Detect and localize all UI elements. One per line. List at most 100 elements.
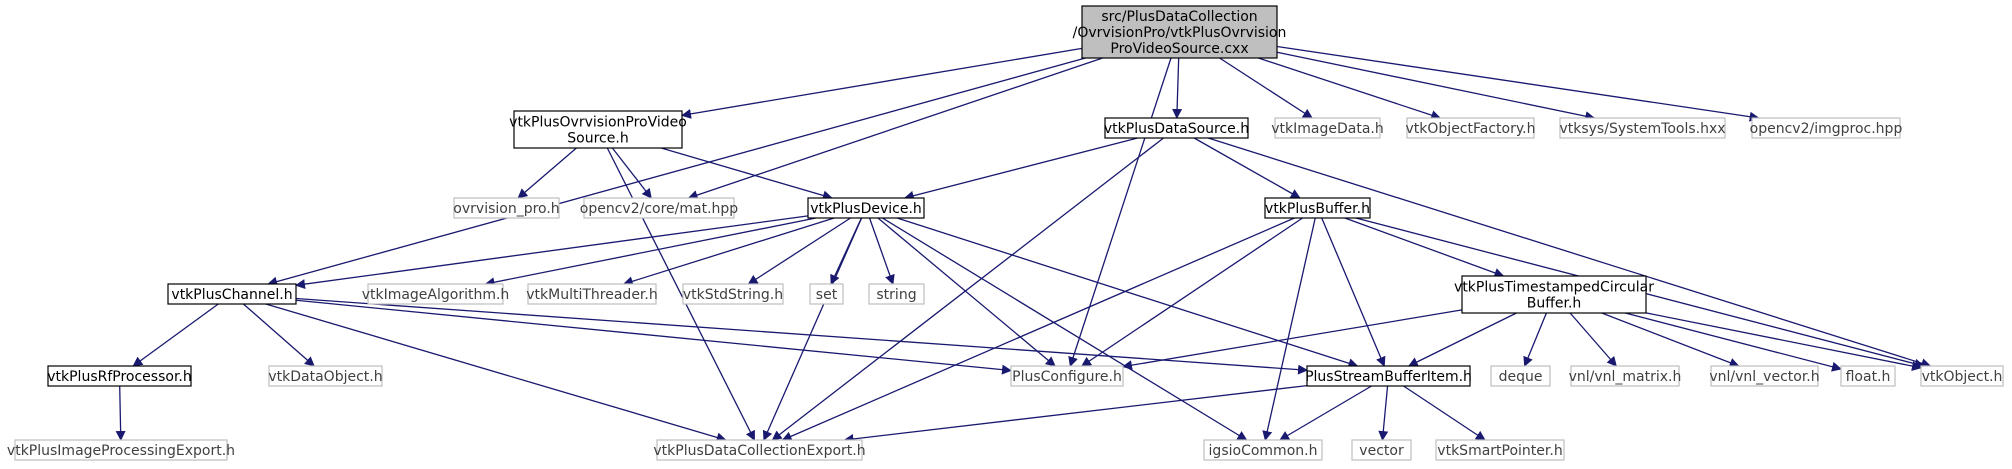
node-vtkobj[interactable]: vtkObject.h [1920,365,2004,387]
edge-root-to-dsrc [1172,57,1183,119]
node-box[interactable] [1306,365,1471,387]
node-box[interactable] [1461,275,1647,314]
node-box[interactable] [513,110,683,149]
node-box[interactable] [1264,197,1371,219]
node-box[interactable] [453,197,560,219]
node-box[interactable] [1490,365,1551,387]
node-ipexp[interactable]: vtkPlusImageProcessingExport.h [7,439,235,461]
node-box[interactable] [367,283,504,305]
node-mat[interactable]: opencv2/core/mat.hpp [580,197,739,219]
node-box[interactable] [656,439,863,461]
node-stdstr[interactable]: vtkStdString.h [682,283,784,305]
node-string[interactable]: string [868,283,925,305]
node-channel[interactable]: vtkPlusChannel.h [167,283,297,305]
node-deque[interactable]: deque [1490,365,1551,387]
node-box[interactable] [1920,365,2004,387]
edge-root-to-imgproc [1276,45,1760,122]
edge-rfproc-to-ipexp [115,385,126,441]
node-rfproc[interactable]: vtkPlusRfProcessor.h [47,365,192,387]
node-set[interactable]: set [809,283,844,305]
node-device[interactable]: vtkPlusDevice.h [807,197,925,219]
node-label-line: ProVideoSource.cxx [1110,41,1248,57]
node-box[interactable] [1570,365,1680,387]
node-label-line: opencv2/imgproc.hpp [1750,121,1903,137]
node-box[interactable] [1840,365,1896,387]
node-label: float.h [1846,369,1891,385]
node-label-line: string [876,287,916,303]
node-box[interactable] [1435,439,1565,461]
node-label: vtkPlusDevice.h [810,201,922,217]
node-box[interactable] [268,365,383,387]
node-root[interactable]: src/PlusDataCollection/OvrvisionPro/vtkP… [1073,5,1287,59]
node-label: opencv2/core/mat.hpp [580,201,739,217]
node-smartptr[interactable]: vtkSmartPointer.h [1435,439,1565,461]
node-label: vtkImageAlgorithm.h [362,287,510,303]
node-dataobj[interactable]: vtkDataObject.h [268,365,383,387]
node-box[interactable] [809,283,844,305]
node-systools[interactable]: vtksys/SystemTools.hxx [1559,117,1726,139]
node-label-line: vtkDataObject.h [268,369,382,385]
node-vnlmat[interactable]: vnl/vnl_matrix.h [1569,365,1682,387]
node-sbi[interactable]: PlusStreamBufferItem.h [1305,365,1472,387]
node-ovrpro[interactable]: ovrvision_pro.h [453,197,560,219]
node-imgalgo[interactable]: vtkImageAlgorithm.h [362,283,510,305]
node-label: set [816,287,838,303]
node-box[interactable] [1081,5,1278,59]
node-vnlvec[interactable]: vnl/vnl_vector.h [1709,365,1820,387]
node-multithr[interactable]: vtkMultiThreader.h [526,283,658,305]
node-label: src/PlusDataCollection/OvrvisionPro/vtkP… [1073,9,1287,57]
node-label: vnl/vnl_vector.h [1709,369,1819,385]
node-box[interactable] [527,283,657,305]
edge-tscb-to-vtkobj [1645,312,1922,371]
node-box[interactable] [1010,365,1124,387]
node-label-line: vtkPlusOvrvisionProVideo [509,115,687,131]
node-imgdata[interactable]: vtkImageData.h [1271,117,1384,139]
node-dcexp[interactable]: vtkPlusDataCollectionExport.h [653,439,866,461]
node-imgproc[interactable]: opencv2/imgproc.hpp [1750,117,1903,139]
node-label-line: deque [1499,369,1543,385]
edge-sbi-to-smartptr [1403,385,1486,441]
edge-buffer-to-dcexp [781,217,1295,442]
node-box[interactable] [1751,117,1901,139]
node-box[interactable] [583,197,735,219]
node-label-line: vtksys/SystemTools.hxx [1559,121,1725,137]
node-label: vtkObject.h [1922,369,2003,385]
node-box[interactable] [868,283,925,305]
node-box[interactable] [1203,439,1323,461]
node-box[interactable] [1710,365,1819,387]
node-label-line: igsioCommon.h [1209,443,1318,459]
node-plusconf[interactable]: PlusConfigure.h [1010,365,1124,387]
node-box[interactable] [1104,117,1249,139]
edge-device-to-string [868,217,895,285]
edge-root-to-vsh [681,47,1083,119]
node-box[interactable] [807,197,925,219]
node-label: PlusConfigure.h [1012,369,1122,385]
node-box[interactable] [1406,117,1535,139]
edge-buffer-to-plusconf [1081,217,1303,367]
node-label-line: PlusConfigure.h [1012,369,1122,385]
node-vector[interactable]: vector [1351,439,1412,461]
node-float[interactable]: float.h [1840,365,1896,387]
node-objfac[interactable]: vtkObjectFactory.h [1406,117,1536,139]
node-box[interactable] [1274,117,1381,139]
edge-dsrc-to-dcexp [771,137,1164,441]
node-box[interactable] [1351,439,1412,461]
node-box[interactable] [682,283,784,305]
edge-dsrc-to-buffer [1193,137,1301,199]
edge-device-to-dcexp [762,217,863,441]
node-label-line: vtkMultiThreader.h [526,287,657,303]
node-igsio[interactable]: igsioCommon.h [1203,439,1323,461]
node-box[interactable] [47,365,192,387]
edge-buffer-to-tscb [1344,217,1505,278]
node-box[interactable] [167,283,297,305]
node-label: igsioCommon.h [1209,443,1318,459]
node-label: string [876,287,916,303]
node-label: vtksys/SystemTools.hxx [1559,121,1725,137]
node-label-line: vtkPlusDataSource.h [1104,121,1249,137]
node-buffer[interactable]: vtkPlusBuffer.h [1264,197,1371,219]
node-box[interactable] [1559,117,1726,139]
node-dsrc[interactable]: vtkPlusDataSource.h [1104,117,1249,139]
node-box[interactable] [14,439,228,461]
